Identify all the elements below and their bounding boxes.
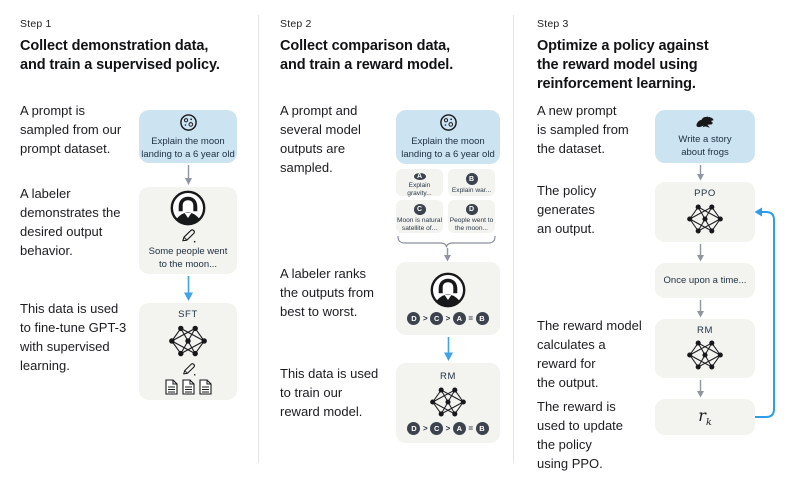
flow-arrow	[697, 165, 704, 181]
frog-icon	[695, 115, 716, 130]
model-label: RM	[440, 371, 456, 382]
step-3-paragraph-update: The reward is used to update the policy …	[537, 399, 624, 471]
output-option-d: D People went to the moon...	[448, 200, 495, 233]
prompt-box-step2: Explain the moon landing to a 6 year old	[396, 110, 500, 164]
model-label: RM	[697, 325, 713, 336]
ranking-row: D > C > A = B	[407, 312, 489, 325]
pencil-icon	[180, 228, 196, 243]
rank-badge: B	[475, 422, 489, 435]
neural-network-icon	[165, 323, 211, 359]
flow-arrow	[444, 248, 451, 262]
step-1-paragraph-prompt: A prompt is sampled from our prompt data…	[20, 103, 122, 156]
rm-model-box-step3: RM	[655, 319, 755, 378]
output-option-a: A Explain gravity...	[396, 169, 443, 198]
labeler-icon	[170, 190, 206, 226]
rank-separator: >	[445, 424, 451, 433]
rank-separator: =	[468, 424, 473, 433]
rank-separator: >	[422, 314, 428, 323]
brace-icon	[397, 235, 496, 248]
documents-icon	[164, 378, 212, 395]
option-letter-badge: C	[413, 204, 426, 215]
step-2-paragraph-ranks: A labeler ranks the outputs from best to…	[280, 266, 374, 319]
step-3-paragraph-prompt: A new prompt is sampled from the dataset…	[537, 103, 629, 156]
prompt-text: Explain the moon landing to a 6 year old	[141, 135, 235, 160]
model-label: PPO	[694, 188, 716, 199]
step-3-paragraph-policy: The policy generates an output.	[537, 183, 597, 236]
option-text: Explain gravity...	[407, 182, 432, 198]
step-1-paragraph-finetune: This data is used to fine-tune GPT-3 wit…	[20, 301, 127, 373]
step-1-label: Step 1	[20, 18, 52, 30]
step-2-heading: Collect comparison data, and train a rew…	[280, 38, 454, 73]
rank-badge: D	[407, 312, 421, 325]
rank-separator: =	[468, 314, 473, 323]
flow-arrow	[697, 244, 704, 262]
step-1-paragraph-labeler: A labeler demonstrates the desired outpu…	[20, 186, 121, 258]
prompt-text: Explain the moon landing to a 6 year old	[401, 136, 495, 160]
step-2-paragraph-train: This data is used to train our reward mo…	[280, 366, 379, 419]
rank-badge: D	[407, 422, 421, 435]
feedback-loop-arrow	[754, 207, 775, 418]
neural-network-icon	[683, 338, 727, 372]
pencil-icon	[181, 362, 196, 376]
flow-arrow	[185, 165, 192, 185]
option-letter-badge: A	[413, 173, 426, 180]
step-3-label: Step 3	[537, 18, 569, 30]
neural-network-icon	[426, 385, 470, 419]
prompt-box-step1: Explain the moon landing to a 6 year old	[139, 110, 237, 163]
step-1-heading: Collect demonstration data, and train a …	[20, 38, 220, 73]
output-option-b: B Explain war...	[448, 169, 495, 196]
rank-separator: >	[445, 314, 451, 323]
labeler-icon	[430, 272, 466, 308]
prompt-text: Write a story about frogs	[678, 133, 732, 158]
ranking-row: D > C > A = B	[407, 422, 489, 435]
rank-badge: B	[475, 312, 489, 325]
reward-value-box: rk	[655, 399, 755, 435]
option-letter-badge: B	[465, 173, 478, 185]
option-letter-badge: D	[465, 204, 478, 215]
option-text: Explain war...	[451, 187, 492, 194]
neural-network-icon	[683, 202, 727, 236]
option-text: Moon is natural satellite of...	[396, 216, 443, 232]
rank-badge: A	[452, 312, 466, 325]
prompt-box-step3: Write a story about frogs	[655, 110, 755, 163]
option-text: People went to the moon...	[449, 216, 494, 232]
moon-icon	[439, 113, 458, 132]
output-option-c: C Moon is natural satellite of...	[396, 200, 443, 233]
reward-symbol: rk	[698, 405, 712, 429]
policy-output-box: Once upon a time...	[655, 263, 755, 298]
step-2-label: Step 2	[280, 18, 312, 30]
policy-output-text: Once upon a time...	[663, 275, 747, 286]
labeler-box-step2: D > C > A = B	[396, 262, 500, 335]
rank-separator: >	[422, 424, 428, 433]
rm-model-box-step2: RM D > C > A = B	[396, 363, 500, 443]
flow-arrow-blue	[184, 276, 193, 301]
model-label: SFT	[178, 308, 198, 320]
moon-icon	[179, 113, 198, 132]
rank-badge: A	[452, 422, 466, 435]
rank-badge: C	[430, 422, 444, 435]
labeler-box-step1: Some people went to the moon...	[139, 187, 237, 274]
column-divider	[513, 15, 514, 463]
step-3-paragraph-reward: The reward model calculates a reward for…	[537, 318, 642, 390]
labeler-demo-text: Some people went to the moon...	[148, 246, 228, 270]
flow-arrow	[697, 300, 704, 318]
ppo-policy-box: PPO	[655, 182, 755, 242]
step-2-paragraph-sampled: A prompt and several model outputs are s…	[280, 103, 361, 175]
sft-model-box: SFT	[139, 303, 237, 400]
step-3-heading: Optimize a policy against the reward mod…	[537, 38, 709, 92]
column-divider	[258, 15, 259, 463]
rank-badge: C	[430, 312, 444, 325]
flow-arrow-blue	[444, 337, 453, 361]
flow-arrow	[697, 380, 704, 398]
